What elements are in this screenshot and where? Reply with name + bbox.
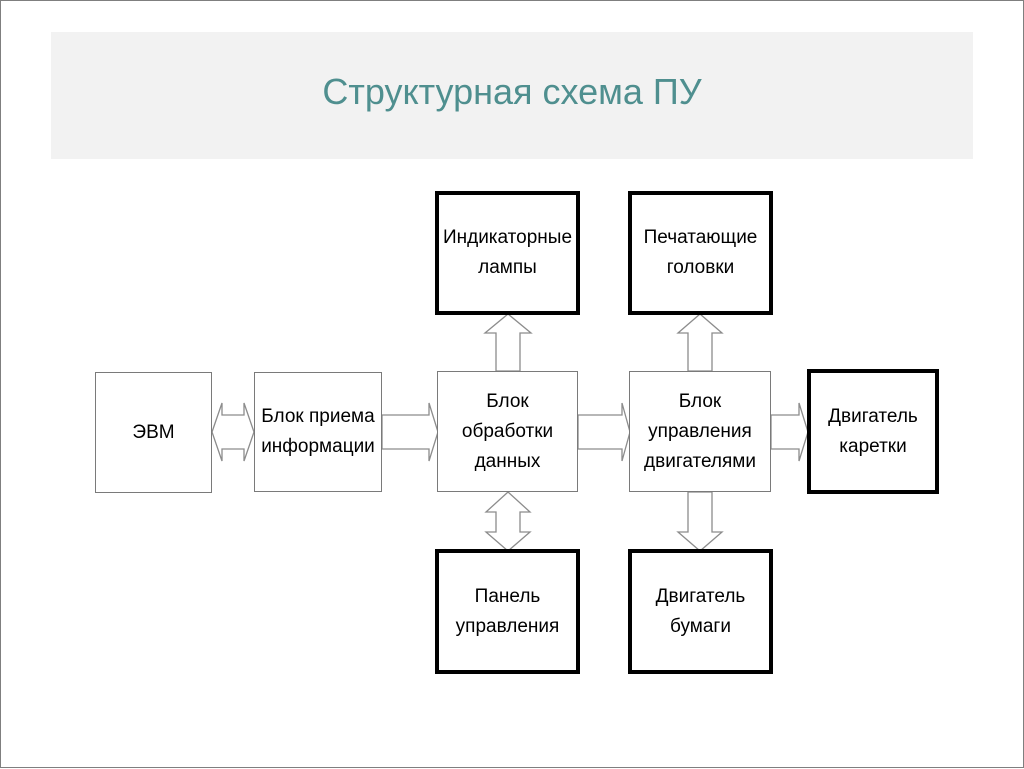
arrow-process-lamps bbox=[483, 313, 533, 372]
block-paper-motor: Двигатель бумаги bbox=[628, 549, 773, 674]
block-motor-control-label: Блок управления двигателями bbox=[644, 390, 756, 472]
block-indicator-lamps: Индикаторные лампы bbox=[435, 191, 580, 315]
block-control-panel: Панель управления bbox=[435, 549, 580, 674]
block-carriage-motor: Двигатель каретки bbox=[807, 369, 939, 494]
block-motor-control: Блок управления двигателями bbox=[629, 371, 771, 492]
title-band bbox=[51, 32, 973, 159]
arrow-motorctrl-paper bbox=[676, 491, 724, 552]
slide-title: Структурная схема ПУ bbox=[322, 71, 702, 112]
block-print-heads: Печатающие головки bbox=[628, 191, 773, 315]
block-data-processing-label: Блок обработки данных bbox=[461, 390, 554, 472]
block-carriage-motor-label: Двигатель каретки bbox=[828, 405, 918, 457]
arrow-motorctrl-carriage bbox=[770, 402, 809, 462]
block-receive-info: Блок приема информации bbox=[254, 372, 382, 492]
arrow-motorctrl-heads bbox=[676, 313, 724, 372]
arrow-evm-receive bbox=[211, 402, 255, 462]
block-indicator-lamps-label: Индикаторные лампы bbox=[442, 227, 573, 278]
block-evm: ЭВМ bbox=[95, 372, 212, 493]
arrow-receive-process bbox=[381, 402, 439, 462]
arrow-process-motorctrl bbox=[577, 402, 631, 462]
block-data-processing: Блок обработки данных bbox=[437, 371, 578, 492]
block-evm-label: ЭВМ bbox=[132, 421, 175, 443]
block-paper-motor-label: Двигатель бумаги bbox=[655, 585, 746, 637]
block-print-heads-label: Печатающие головки bbox=[643, 227, 758, 278]
arrow-process-panel bbox=[484, 491, 532, 552]
block-receive-info-label: Блок приема информации bbox=[261, 406, 375, 457]
block-control-panel-label: Панель управления bbox=[455, 585, 560, 637]
